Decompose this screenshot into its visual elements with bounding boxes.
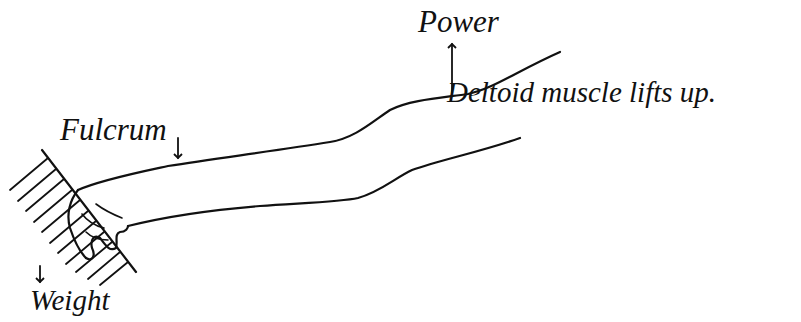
weight-label: Weight (30, 286, 109, 315)
hand-outline (68, 190, 86, 258)
fulcrum-label: Fulcrum (60, 114, 167, 145)
finger-line (82, 214, 104, 228)
arm-outline (128, 138, 520, 226)
deltoid-label: Deltoid muscle lifts up. (447, 78, 716, 107)
fulcrum-arrow (177, 138, 179, 158)
hand-outline (86, 226, 128, 259)
weight-arrow (39, 266, 41, 282)
power-label: Power (418, 6, 499, 37)
surface-hatching (10, 158, 128, 285)
finger-line (96, 204, 122, 218)
finger-line (86, 232, 108, 240)
